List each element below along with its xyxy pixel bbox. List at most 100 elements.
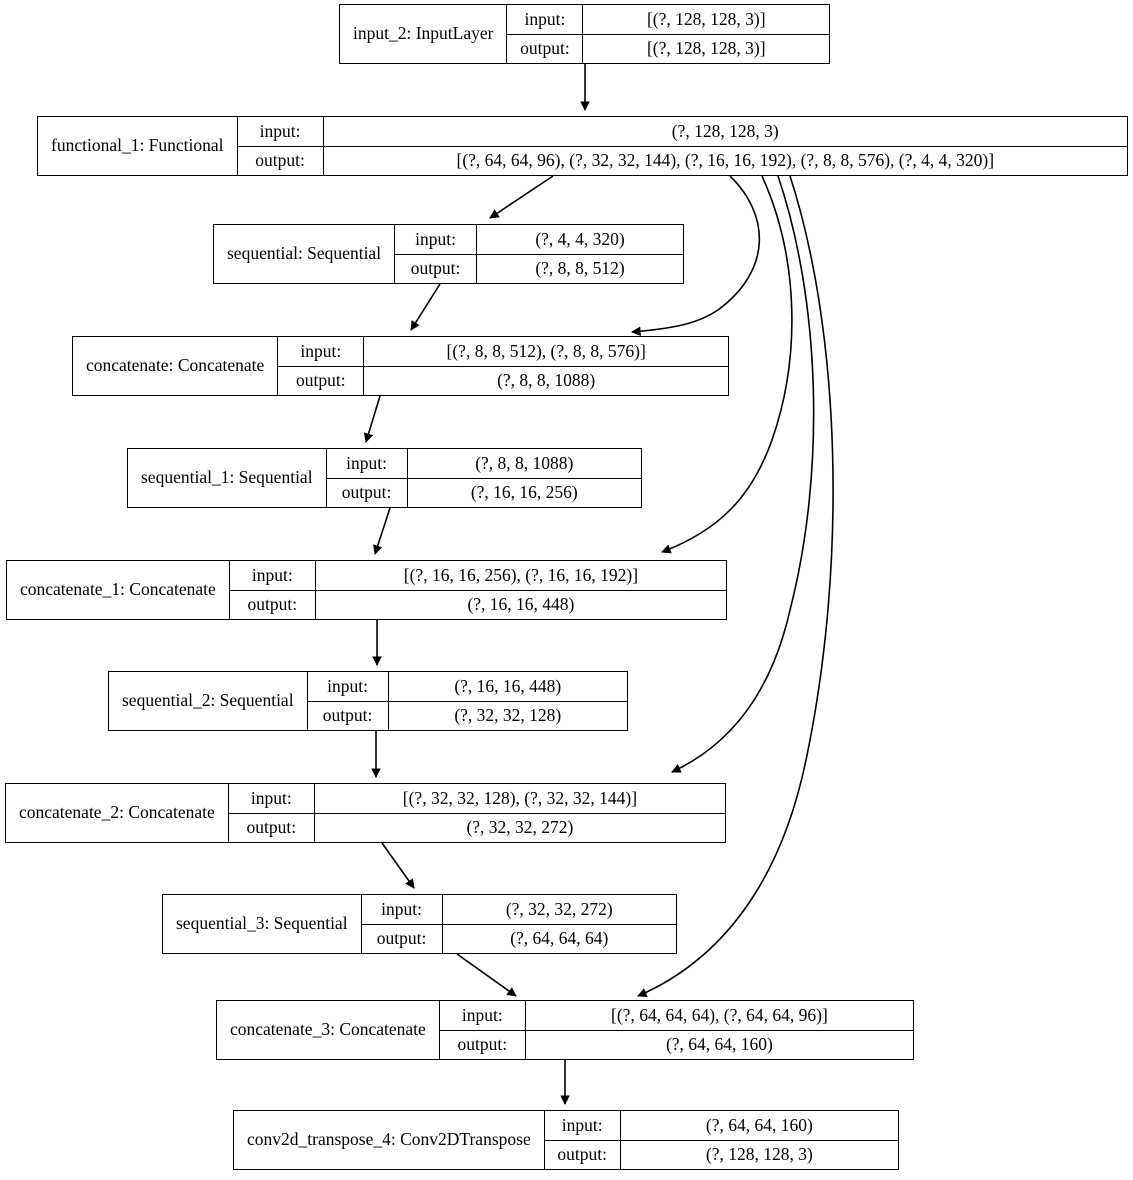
node-input_2-output-shape: [(?, 128, 128, 3)] <box>646 38 766 59</box>
node-conv2d_transpose_4-output-shape: (?, 128, 128, 3) <box>705 1144 813 1165</box>
node-conv2d_transpose_4-output-row: output: (?, 128, 128, 3) <box>545 1140 898 1169</box>
node-sequential_1[interactable]: sequential_1: Sequential input: (?, 8, 8… <box>127 448 642 508</box>
input-label: input: <box>440 1001 526 1030</box>
node-concatenate_1-output-row: output: (?, 16, 16, 448) <box>230 590 726 619</box>
node-concatenate_1-output-shape: (?, 16, 16, 448) <box>467 594 575 615</box>
node-concatenate_1-input-row: input: [(?, 16, 16, 256), (?, 16, 16, 19… <box>229 561 726 591</box>
node-sequential_2-io: input: (?, 16, 16, 448) output: (?, 32, … <box>307 672 627 730</box>
node-input_2-title: input_2: InputLayer <box>340 5 508 63</box>
input-label: input: <box>395 225 478 254</box>
node-concatenate-output-row: output: (?, 8, 8, 1088) <box>278 366 728 395</box>
input-label: input: <box>278 337 365 366</box>
input-label: input: <box>238 117 324 146</box>
node-input_2-output-row: output: [(?, 128, 128, 3)] <box>507 34 829 63</box>
input-label: input: <box>362 895 443 924</box>
node-sequential_3-input-shape: (?, 32, 32, 272) <box>505 898 613 919</box>
edge-concatenate-sequential_1 <box>363 395 381 443</box>
node-sequential_2-output-row: output: (?, 32, 32, 128) <box>308 701 627 730</box>
node-concatenate_2-input-row: input: [(?, 32, 32, 128), (?, 32, 32, 14… <box>228 784 725 814</box>
node-concatenate_3[interactable]: concatenate_3: Concatenate input: [(?, 6… <box>216 1000 914 1060</box>
node-sequential_1-output-row: output: (?, 16, 16, 256) <box>327 478 641 507</box>
node-concatenate_1-input-shape: [(?, 16, 16, 256), (?, 16, 16, 192)] <box>403 564 639 585</box>
node-sequential_3-input-row: input: (?, 32, 32, 272) <box>361 895 676 925</box>
node-sequential_1-title: sequential_1: Sequential <box>128 449 327 507</box>
node-concatenate-input-shape: [(?, 8, 8, 512), (?, 8, 8, 576)] <box>446 340 646 361</box>
node-functional_1[interactable]: functional_1: Functional input: (?, 128,… <box>37 116 1128 176</box>
output-label: output: <box>230 590 316 619</box>
node-input_2-input-row: input: [(?, 128, 128, 3)] <box>507 5 829 35</box>
node-concatenate-io: input: [(?, 8, 8, 512), (?, 8, 8, 576)] … <box>278 337 728 395</box>
output-label: output: <box>327 478 408 507</box>
node-concatenate[interactable]: concatenate: Concatenate input: [(?, 8, … <box>72 336 729 396</box>
node-sequential-input-row: input: (?, 4, 4, 320) <box>395 225 683 255</box>
node-functional_1-input-shape: (?, 128, 128, 3) <box>671 120 779 141</box>
node-sequential_3-output-shape: (?, 64, 64, 64) <box>510 928 609 949</box>
edge-sequential-concatenate <box>410 283 441 331</box>
node-sequential-output-shape: (?, 8, 8, 512) <box>535 258 625 279</box>
node-input_2[interactable]: input_2: InputLayer input: [(?, 128, 128… <box>339 4 830 64</box>
output-label: output: <box>507 34 584 63</box>
node-concatenate_2-io: input: [(?, 32, 32, 128), (?, 32, 32, 14… <box>228 784 725 842</box>
node-sequential_2-output-shape: (?, 32, 32, 128) <box>454 705 562 726</box>
node-functional_1-input-row: input: (?, 128, 128, 3) <box>237 117 1127 147</box>
node-functional_1-output-row: output: [(?, 64, 64, 96), (?, 32, 32, 14… <box>238 146 1127 175</box>
output-label: output: <box>395 254 478 283</box>
node-concatenate_3-input-shape: [(?, 64, 64, 64), (?, 64, 64, 96)] <box>611 1004 828 1025</box>
node-concatenate_3-title: concatenate_3: Concatenate <box>217 1001 440 1059</box>
node-sequential-title: sequential: Sequential <box>214 225 396 283</box>
node-concatenate_3-output-row: output: (?, 64, 64, 160) <box>440 1030 913 1059</box>
node-concatenate-title: concatenate: Concatenate <box>73 337 279 395</box>
output-label: output: <box>545 1140 621 1169</box>
node-sequential-output-row: output: (?, 8, 8, 512) <box>395 254 683 283</box>
node-concatenate_1-title: concatenate_1: Concatenate <box>7 561 230 619</box>
node-sequential_2[interactable]: sequential_2: Sequential input: (?, 16, … <box>108 671 628 731</box>
node-sequential_2-title: sequential_2: Sequential <box>109 672 308 730</box>
node-concatenate_2[interactable]: concatenate_2: Concatenate input: [(?, 3… <box>5 783 726 843</box>
node-functional_1-output-shape: [(?, 64, 64, 96), (?, 32, 32, 144), (?, … <box>456 150 995 171</box>
node-sequential_1-output-shape: (?, 16, 16, 256) <box>470 482 578 503</box>
edge-sequential_3-concatenate_3 <box>456 953 517 997</box>
node-concatenate_2-title: concatenate_2: Concatenate <box>6 784 229 842</box>
node-conv2d_transpose_4-input-shape: (?, 64, 64, 160) <box>705 1114 813 1135</box>
node-sequential-io: input: (?, 4, 4, 320) output: (?, 8, 8, … <box>395 225 683 283</box>
input-label: input: <box>327 449 408 478</box>
node-concatenate_2-output-shape: (?, 32, 32, 272) <box>466 817 574 838</box>
node-input_2-input-shape: [(?, 128, 128, 3)] <box>646 8 766 29</box>
node-input_2-io: input: [(?, 128, 128, 3)] output: [(?, 1… <box>507 5 829 63</box>
output-label: output: <box>238 146 324 175</box>
input-label: input: <box>507 5 584 34</box>
edge-sequential_1-concatenate_1 <box>373 507 391 555</box>
node-concatenate_3-output-shape: (?, 64, 64, 160) <box>665 1034 773 1055</box>
node-sequential_3[interactable]: sequential_3: Sequential input: (?, 32, … <box>162 894 677 954</box>
node-sequential_3-io: input: (?, 32, 32, 272) output: (?, 64, … <box>361 895 676 953</box>
node-sequential_3-output-row: output: (?, 64, 64, 64) <box>362 924 676 953</box>
node-functional_1-io: input: (?, 128, 128, 3) output: [(?, 64,… <box>237 117 1127 175</box>
node-concatenate_2-input-shape: [(?, 32, 32, 128), (?, 32, 32, 144)] <box>402 787 638 808</box>
node-conv2d_transpose_4-title: conv2d_transpose_4: Conv2DTranspose <box>234 1111 545 1169</box>
node-conv2d_transpose_4-input-row: input: (?, 64, 64, 160) <box>544 1111 898 1141</box>
output-label: output: <box>278 366 365 395</box>
node-concatenate_3-input-row: input: [(?, 64, 64, 64), (?, 64, 64, 96)… <box>439 1001 913 1031</box>
input-label: input: <box>545 1111 621 1140</box>
node-sequential_1-input-shape: (?, 8, 8, 1088) <box>475 452 574 473</box>
edge-functional_1-sequential <box>489 175 554 219</box>
node-functional_1-title: functional_1: Functional <box>38 117 238 175</box>
node-conv2d_transpose_4-io: input: (?, 64, 64, 160) output: (?, 128,… <box>544 1111 898 1169</box>
node-concatenate_1-io: input: [(?, 16, 16, 256), (?, 16, 16, 19… <box>229 561 726 619</box>
node-concatenate-output-shape: (?, 8, 8, 1088) <box>497 370 596 391</box>
node-sequential_1-input-row: input: (?, 8, 8, 1088) <box>326 449 641 479</box>
node-sequential_3-title: sequential_3: Sequential <box>163 895 362 953</box>
node-sequential_2-input-shape: (?, 16, 16, 448) <box>454 675 562 696</box>
output-label: output: <box>362 924 443 953</box>
node-sequential_1-io: input: (?, 8, 8, 1088) output: (?, 16, 1… <box>326 449 641 507</box>
output-label: output: <box>308 701 389 730</box>
node-sequential_2-input-row: input: (?, 16, 16, 448) <box>307 672 627 702</box>
output-label: output: <box>440 1030 526 1059</box>
output-label: output: <box>229 813 315 842</box>
edge-concatenate_2-sequential_3 <box>381 842 415 889</box>
node-concatenate_2-output-row: output: (?, 32, 32, 272) <box>229 813 725 842</box>
node-sequential[interactable]: sequential: Sequential input: (?, 4, 4, … <box>213 224 684 284</box>
node-conv2d_transpose_4[interactable]: conv2d_transpose_4: Conv2DTranspose inpu… <box>233 1110 899 1170</box>
node-concatenate_1[interactable]: concatenate_1: Concatenate input: [(?, 1… <box>6 560 727 620</box>
